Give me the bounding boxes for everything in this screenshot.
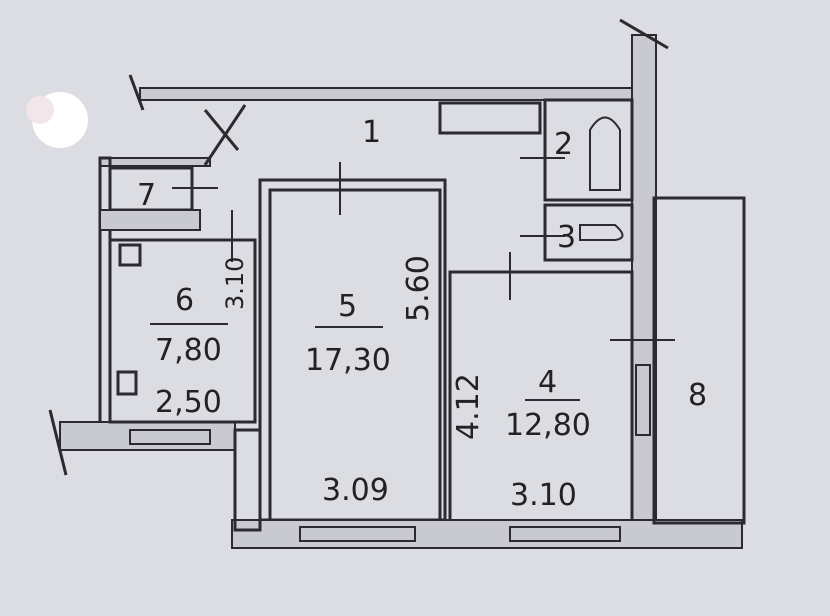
room-3-number: 3 [557,220,576,255]
room-5-number: 5 [338,289,357,324]
room-1-number: 1 [362,115,381,150]
room-7-number: 7 [137,178,156,213]
room-5-width: 3.09 [322,473,389,508]
room-2-number: 2 [554,127,573,162]
room-5-area: 17,30 [305,343,391,378]
doors [172,157,675,341]
room-4-number: 4 [538,365,557,400]
windows [129,364,651,542]
walls [48,18,746,549]
watermark-blob [26,92,88,148]
room-6-number: 6 [175,283,194,318]
room-5-length: 5.60 [401,255,436,322]
room-4-area: 12,80 [505,408,591,443]
fraction-lines [150,323,580,401]
room-8-number: 8 [688,378,707,413]
room-6-length: 3.10 [221,257,249,310]
room-4-width: 3.10 [510,478,577,513]
room-4-length: 4.12 [451,373,486,440]
room-6-area: 7,80 [155,333,222,368]
room-6-width: 2,50 [155,385,222,420]
